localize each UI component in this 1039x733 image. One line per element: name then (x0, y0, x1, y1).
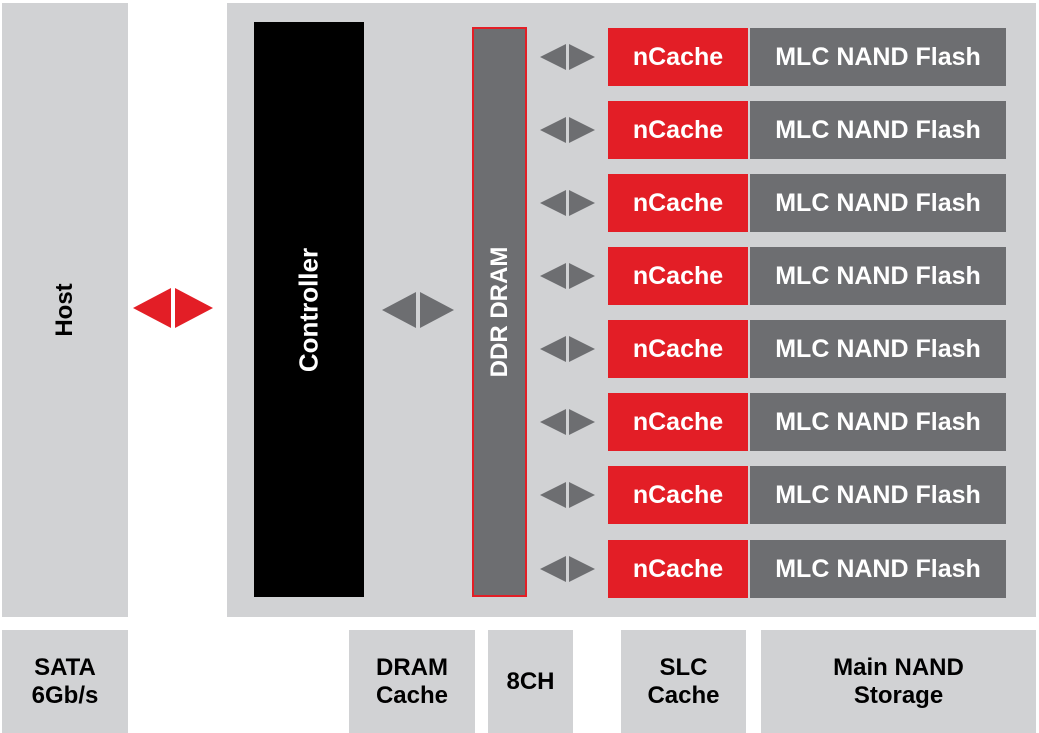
channel-arrow-icon (540, 556, 595, 582)
host-label: Host (51, 283, 78, 337)
main-storage-label-line1: Main NAND (833, 653, 964, 681)
channel-arrow-icon (540, 482, 595, 508)
mlc-flash-block: MLC NAND Flash (750, 174, 1006, 232)
slc-cache-label: SLC Cache (621, 630, 746, 733)
channel-row: nCache MLC NAND Flash (540, 393, 1006, 451)
mlc-flash-block: MLC NAND Flash (750, 466, 1006, 524)
channel-arrow-icon (540, 190, 595, 216)
ncache-block: nCache (608, 28, 748, 86)
channel-arrow-icon (540, 117, 595, 143)
arrow-left-icon (382, 292, 416, 328)
ncache-block: nCache (608, 540, 748, 598)
channel-arrow-icon (540, 336, 595, 362)
channel-arrow-icon (540, 409, 595, 435)
channel-row: nCache MLC NAND Flash (540, 466, 1006, 524)
channel-row: nCache MLC NAND Flash (540, 101, 1006, 159)
channel-row: nCache MLC NAND Flash (540, 540, 1006, 598)
slc-cache-label-line2: Cache (647, 681, 720, 709)
arrow-left-icon (133, 288, 171, 328)
dram-cache-label: DRAM Cache (349, 630, 475, 733)
ncache-block: nCache (608, 393, 748, 451)
interface-label-line1: SATA (34, 653, 96, 681)
mlc-flash-block: MLC NAND Flash (750, 28, 1006, 86)
mlc-flash-block: MLC NAND Flash (750, 320, 1006, 378)
ncache-block: nCache (608, 320, 748, 378)
channel-row: nCache MLC NAND Flash (540, 174, 1006, 232)
channel-row: nCache MLC NAND Flash (540, 28, 1006, 86)
channel-row: nCache MLC NAND Flash (540, 247, 1006, 305)
channels-label-text: 8CH (506, 667, 555, 695)
ncache-block: nCache (608, 247, 748, 305)
ncache-block: nCache (608, 174, 748, 232)
ncache-block: nCache (608, 466, 748, 524)
ncache-block: nCache (608, 101, 748, 159)
mlc-flash-block: MLC NAND Flash (750, 101, 1006, 159)
interface-label-line2: 6Gb/s (31, 681, 99, 709)
host-block: Host (2, 3, 128, 617)
mlc-flash-block: MLC NAND Flash (750, 393, 1006, 451)
mlc-flash-block: MLC NAND Flash (750, 247, 1006, 305)
main-storage-label: Main NAND Storage (761, 630, 1036, 733)
channels-label: 8CH (488, 630, 573, 733)
host-link-arrow-icon (133, 288, 213, 328)
channel-arrow-icon (540, 44, 595, 70)
channel-arrow-icon (540, 263, 595, 289)
dram-cache-label-line2: Cache (375, 681, 449, 709)
controller-link-arrow-icon (382, 292, 454, 328)
arrow-right-icon (420, 292, 454, 328)
main-storage-label-line2: Storage (853, 681, 944, 709)
dram-block: DDR DRAM (472, 27, 527, 597)
arrow-right-icon (175, 288, 213, 328)
dram-cache-label-line1: DRAM (375, 653, 448, 681)
interface-label: SATA 6Gb/s (2, 630, 128, 733)
controller-label: Controller (293, 247, 324, 372)
dram-label: DDR DRAM (485, 246, 513, 378)
controller-block: Controller (254, 22, 364, 597)
channel-row: nCache MLC NAND Flash (540, 320, 1006, 378)
slc-cache-label-line1: SLC (659, 653, 708, 681)
mlc-flash-block: MLC NAND Flash (750, 540, 1006, 598)
